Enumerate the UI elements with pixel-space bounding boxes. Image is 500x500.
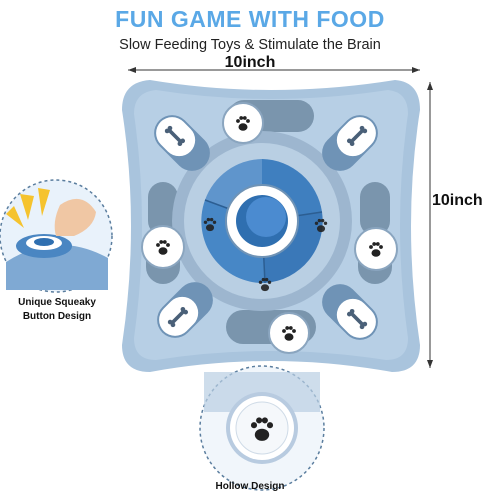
headline-title: FUN GAME WITH FOOD xyxy=(115,6,385,32)
width-dimension-arrow xyxy=(128,67,420,73)
paw-cap-top[interactable] xyxy=(222,102,264,144)
squeaky-caption-line-1: Unique Squeaky xyxy=(18,297,96,308)
squeaky-caption-line-2: Button Design xyxy=(22,311,92,322)
width-dimension-label: 10inch xyxy=(224,54,276,71)
paw-cap-left[interactable] xyxy=(141,225,185,269)
hollow-design-caption: Hollow Design xyxy=(215,481,285,492)
headline-subtitle: Slow Feeding Toys & Stimulate the Brain xyxy=(119,37,381,53)
squeaky-button-inset xyxy=(0,179,113,293)
height-dimension-arrow xyxy=(427,82,433,368)
height-dimension-label: 10inch xyxy=(432,192,483,209)
center-squeaky-button[interactable] xyxy=(225,184,299,258)
squeaky-button-caption: Unique Squeaky Button Design xyxy=(2,296,112,324)
paw-cap-bottom[interactable] xyxy=(268,312,310,354)
paw-cap-right[interactable] xyxy=(354,227,398,271)
